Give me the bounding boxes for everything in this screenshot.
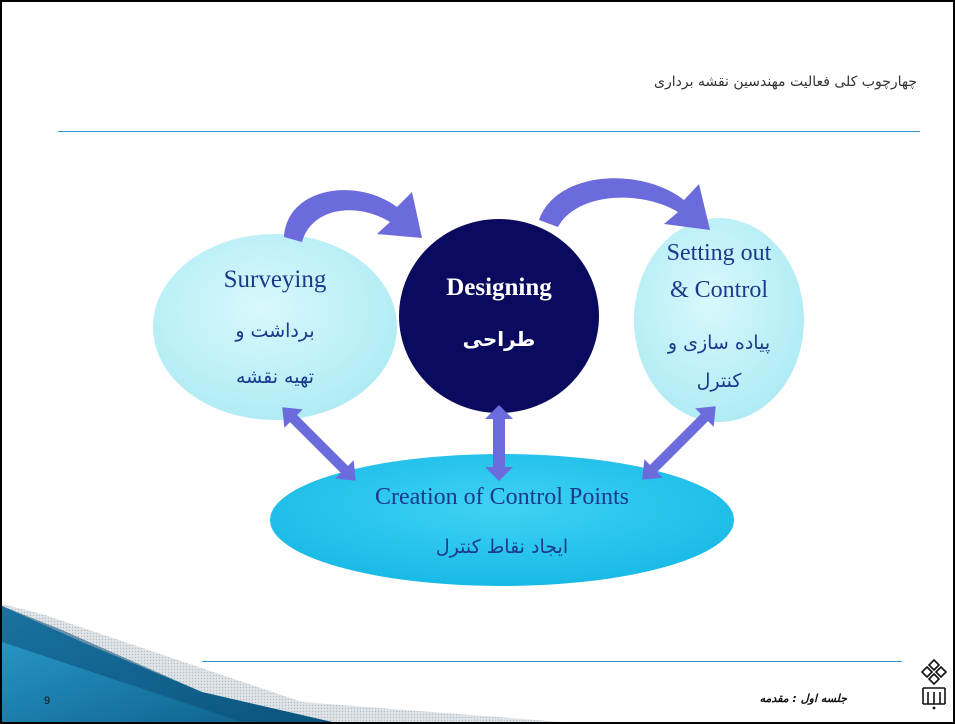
double-arrow-icon: [642, 406, 716, 480]
surveying-label-fa-1: برداشت و: [235, 320, 315, 342]
setting-out-label-fa-2: کنترل: [696, 370, 742, 392]
curved-arrow-icon: [284, 190, 422, 242]
surveying-label-fa-2: تهیه نقشه: [235, 366, 315, 388]
footer-session-label: جلسه اول : مقدمه: [759, 692, 847, 705]
university-logo-icon: [920, 658, 948, 710]
control-points-label: Creation of Control Points: [375, 484, 629, 510]
curved-arrow-icon: [539, 178, 710, 230]
setting-out-circle: [634, 218, 804, 422]
surveying-label: Surveying: [223, 266, 327, 293]
double-arrow-icon: [282, 407, 356, 481]
slide-title: چهارچوب کلی فعالیت مهندسین نقشه برداری: [654, 74, 917, 90]
setting-out-label-fa-1: پیاده سازی و: [667, 332, 771, 354]
title-divider: [58, 131, 920, 132]
double-arrow-icon: [485, 405, 513, 481]
surveying-circle: [153, 234, 397, 420]
control-points-label-fa: ایجاد نقاط کنترل: [435, 536, 569, 558]
setting-out-label-2: & Control: [669, 277, 768, 303]
setting-out-label-1: Setting out: [666, 240, 772, 266]
designing-circle: [399, 219, 599, 413]
control-points-ellipse: [270, 454, 734, 586]
designing-label: Designing: [446, 274, 552, 301]
page-number: 9: [44, 695, 51, 707]
footer-divider: [202, 661, 902, 662]
designing-label-fa: طراحی: [462, 327, 536, 351]
